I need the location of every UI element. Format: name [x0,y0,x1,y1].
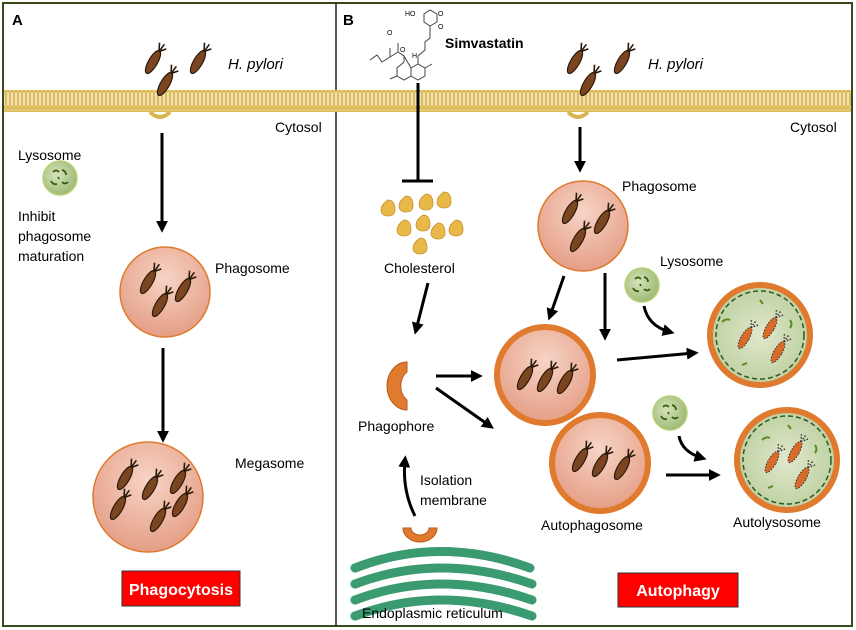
isolation-membrane-cup [402,527,438,543]
phagosome-label-b: Phagosome [622,178,697,194]
lysosome-label-b: Lysosome [660,253,724,269]
isolation-line-1: Isolation [420,472,472,488]
arrow-lysosome-fusion-2 [677,435,707,462]
arrow-isolation-membrane [398,455,417,517]
atom-h: H [412,53,417,60]
cytosol-label-a: Cytosol [275,119,322,135]
autolysosome-label: Autolysosome [733,514,821,530]
arrow-phagosome-autophagosome [546,275,566,321]
autolysosome-1 [707,282,813,388]
autophagosome-label: Autophagosome [541,517,643,533]
simvastatin-structure [369,9,438,81]
inhibit-line-1: Inhibit [18,208,55,224]
h-pylori-label-a: H. pylori [228,56,284,73]
panel-b-letter: B [343,12,354,29]
svg-text:Phagocytosis: Phagocytosis [129,582,233,599]
h-pylori-bacteria-b [563,40,638,99]
h-pylori-label-b: H. pylori [648,56,704,73]
megasome [92,441,204,553]
isolation-line-2: membrane [420,492,487,508]
arrow-autophagosome-autolysosome-1 [616,347,699,362]
svg-text:Autophagy: Autophagy [636,583,720,600]
lysosome-b-1 [624,267,660,303]
er-label: Endoplasmic reticulum [362,605,503,621]
atom-o3: O [387,30,393,37]
inhibit-line-3: maturation [18,248,84,264]
cholesterol-label: Cholesterol [384,260,455,276]
phagosome-b [537,180,629,272]
panel-a-letter: A [12,12,23,29]
megasome-label: Megasome [235,455,304,471]
phagophore [386,361,408,411]
lysosome-b-2 [652,395,688,431]
h-pylori-bacteria-a [141,40,214,99]
inhibit-line-2: phagosome [18,228,91,244]
phagocytosis-badge: Phagocytosis [121,570,241,607]
autophagosome-1 [494,324,596,426]
lysosome-label-a: Lysosome [18,147,82,163]
autophagy-badge: Autophagy [617,572,739,608]
endoplasmic-reticulum [350,547,537,621]
arrow-phagophore-autophagosome-2 [435,386,494,429]
lysosome-a [42,160,78,196]
phagosome-a [119,246,211,338]
arrow-cholesterol-phagophore [411,282,430,335]
phagosome-label-a: Phagosome [215,260,290,276]
autolysosome-2 [734,407,840,513]
arrow-lysosome-fusion-1 [642,305,675,336]
cell-membrane [4,90,851,119]
atom-o1: O [438,11,444,18]
phagophore-label: Phagophore [358,418,435,434]
inhibition-line [402,83,433,183]
atom-o4: O [400,47,406,54]
cytosol-label-b: Cytosol [790,119,837,135]
cholesterol-molecules [380,191,464,255]
simvastatin-label: Simvastatin [445,35,524,51]
atom-o2: O [438,24,444,31]
atom-ho: HO [405,11,416,18]
autophagosome-2 [549,412,651,514]
